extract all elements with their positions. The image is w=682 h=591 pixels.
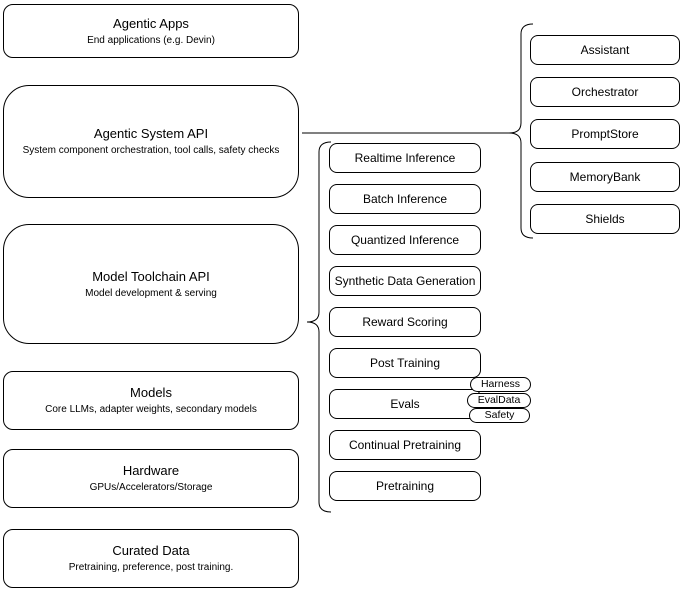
tag-label: EvalData <box>477 394 521 406</box>
node-realtime-inference: Realtime Inference <box>329 143 481 173</box>
node-agentic-apps: Agentic Apps End applications (e.g. Devi… <box>3 4 299 58</box>
node-label: MemoryBank <box>569 170 641 184</box>
tag-label: Harness <box>480 378 521 390</box>
toolchain-capabilities-brace <box>306 141 332 513</box>
node-promptstore: PromptStore <box>530 119 680 149</box>
node-post-training: Post Training <box>329 348 481 378</box>
node-models: Models Core LLMs, adapter weights, secon… <box>3 371 299 430</box>
node-label: Quantized Inference <box>350 233 460 247</box>
node-label: Evals <box>390 397 420 411</box>
node-title: Models <box>130 385 172 400</box>
node-label: Shields <box>585 212 625 226</box>
node-subtitle: System component orchestration, tool cal… <box>22 145 280 156</box>
node-model-toolchain-api: Model Toolchain API Model development & … <box>3 224 299 344</box>
node-reward-scoring: Reward Scoring <box>329 307 481 337</box>
node-title: Curated Data <box>112 543 190 558</box>
node-label: Assistant <box>580 43 630 57</box>
node-label: PromptStore <box>571 127 639 141</box>
node-memorybank: MemoryBank <box>530 162 680 192</box>
node-subtitle: Model development & serving <box>85 287 217 299</box>
node-subtitle: Pretraining, preference, post training. <box>68 562 234 573</box>
node-label: Orchestrator <box>571 85 639 99</box>
node-subtitle: End applications (e.g. Devin) <box>87 34 215 46</box>
node-label: Realtime Inference <box>354 151 456 165</box>
tag-safety: Safety <box>469 408 530 423</box>
node-label: Post Training <box>369 356 441 370</box>
node-batch-inference: Batch Inference <box>329 184 481 214</box>
node-subtitle: GPUs/Accelerators/Storage <box>89 482 213 493</box>
node-hardware: Hardware GPUs/Accelerators/Storage <box>3 449 299 508</box>
node-label: Pretraining <box>375 479 435 493</box>
node-continual-pretraining: Continual Pretraining <box>329 430 481 460</box>
node-shields: Shields <box>530 204 680 234</box>
node-title: Model Toolchain API <box>92 268 210 284</box>
node-synthetic-data-generation: Synthetic Data Generation <box>329 266 481 296</box>
node-subtitle: Core LLMs, adapter weights, secondary mo… <box>45 404 257 415</box>
node-curated-data: Curated Data Pretraining, preference, po… <box>3 529 299 588</box>
node-assistant: Assistant <box>530 35 680 65</box>
tag-evaldata: EvalData <box>467 393 531 408</box>
node-title: Agentic System API <box>93 126 209 141</box>
node-orchestrator: Orchestrator <box>530 77 680 107</box>
tag-label: Safety <box>484 409 515 421</box>
node-pretraining: Pretraining <box>329 471 481 501</box>
node-quantized-inference: Quantized Inference <box>329 225 481 255</box>
node-label: Synthetic Data Generation <box>334 274 476 288</box>
node-title: Hardware <box>122 463 180 478</box>
node-label: Continual Pretraining <box>348 438 462 452</box>
node-label: Batch Inference <box>362 192 448 206</box>
node-agentic-system-api: Agentic System API System component orch… <box>3 85 299 198</box>
node-title: Agentic Apps <box>113 15 189 31</box>
tag-harness: Harness <box>470 377 531 392</box>
node-label: Reward Scoring <box>362 315 448 329</box>
node-evals: Evals <box>329 389 481 419</box>
